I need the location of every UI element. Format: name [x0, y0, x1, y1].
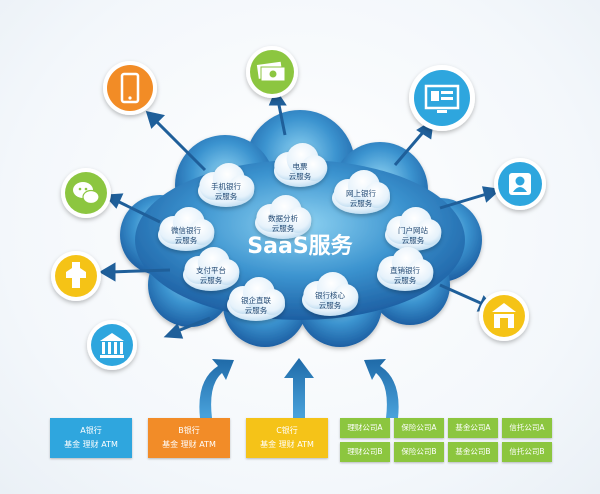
- service-sublabel: 云服务: [394, 275, 417, 285]
- institution-cell: 信托公司A: [502, 418, 552, 438]
- incoming-arrows: [199, 358, 399, 418]
- merchant-icon: [51, 251, 101, 301]
- bank-c-box: C银行 基金 理财 ATM: [246, 418, 328, 458]
- service-sublabel: 云服务: [289, 171, 312, 181]
- institution-grid: 理财公司A 保险公司A 基金公司A 信托公司A 理财公司B 保险公司B 基金公司…: [340, 418, 556, 462]
- wechat-icon: [61, 168, 111, 218]
- arrow-to-user: [439, 191, 491, 210]
- service-label: 手机银行: [211, 181, 241, 191]
- arrow-to-building: [439, 283, 486, 307]
- bank-b-products: 基金 理财 ATM: [162, 440, 216, 449]
- service-label: 电票: [293, 161, 308, 171]
- institution-cell: 理财公司A: [340, 418, 390, 438]
- service-label: 银企直联: [241, 295, 271, 305]
- curved-arrow-left: [199, 359, 234, 418]
- computer-screen-icon: [409, 65, 475, 131]
- user-icon: [494, 158, 546, 210]
- arrow-to-wechat: [114, 198, 161, 224]
- arrowhead-bank: [163, 323, 184, 339]
- service-label: 门户网站: [398, 225, 428, 235]
- service-sublabel: 云服务: [215, 191, 238, 201]
- arrow-to-merchant: [109, 268, 171, 274]
- arrowhead-money: [268, 88, 287, 106]
- service-sublabel: 云服务: [245, 305, 268, 315]
- service-sublabel: 云服务: [272, 223, 295, 233]
- icons-group: [51, 46, 546, 370]
- bank-a-title: A银行: [80, 426, 102, 435]
- arrowhead-merchant: [99, 262, 116, 282]
- arrow-to-bank: [174, 316, 211, 334]
- arrowhead-user: [482, 186, 502, 203]
- service-sublabel: 云服务: [350, 198, 373, 208]
- bank-a-products: 基金 理财 ATM: [64, 440, 118, 449]
- bank-c-title: C银行: [276, 426, 298, 435]
- bank-b-box: B银行 基金 理财 ATM: [148, 418, 230, 458]
- institution-cell: 理财公司B: [340, 442, 390, 462]
- bank-building-icon: [479, 291, 529, 341]
- service-label: 数据分析: [268, 213, 298, 223]
- bank-a-box: A银行 基金 理财 ATM: [50, 418, 132, 458]
- bank-icon: [87, 320, 137, 370]
- arrow-to-screen: [393, 129, 427, 166]
- service-label: 直销银行: [390, 265, 420, 275]
- bank-b-title: B银行: [178, 426, 200, 435]
- service-label: 银行核心: [315, 290, 345, 300]
- service-label: 支付平台: [196, 265, 226, 275]
- service-bubbles: 手机银行云服务电票云服务网上银行云服务微信银行云服务数据分析云服务门户网站云服务…: [158, 143, 442, 321]
- institution-cell: 保险公司A: [394, 418, 444, 438]
- straight-arrow-center: [284, 358, 314, 418]
- curved-arrow-right: [364, 359, 399, 418]
- service-label: 网上银行: [346, 188, 376, 198]
- institution-cell: 基金公司B: [448, 442, 498, 462]
- service-sublabel: 云服务: [200, 275, 223, 285]
- service-label: 微信银行: [171, 225, 201, 235]
- mobile-phone-icon: [103, 61, 157, 115]
- center-label: SaaS服务: [247, 234, 353, 259]
- service-sublabel: 云服务: [175, 235, 198, 245]
- arrow-to-money: [276, 99, 287, 136]
- bank-c-products: 基金 理财 ATM: [260, 440, 314, 449]
- money-icon: [246, 46, 298, 98]
- institution-cell: 保险公司B: [394, 442, 444, 462]
- institution-cell: 信托公司B: [502, 442, 552, 462]
- arrowhead-mobile: [145, 110, 166, 129]
- service-sublabel: 云服务: [402, 235, 425, 245]
- institution-cell: 基金公司A: [448, 418, 498, 438]
- service-sublabel: 云服务: [319, 300, 342, 310]
- arrow-to-mobile: [153, 118, 207, 172]
